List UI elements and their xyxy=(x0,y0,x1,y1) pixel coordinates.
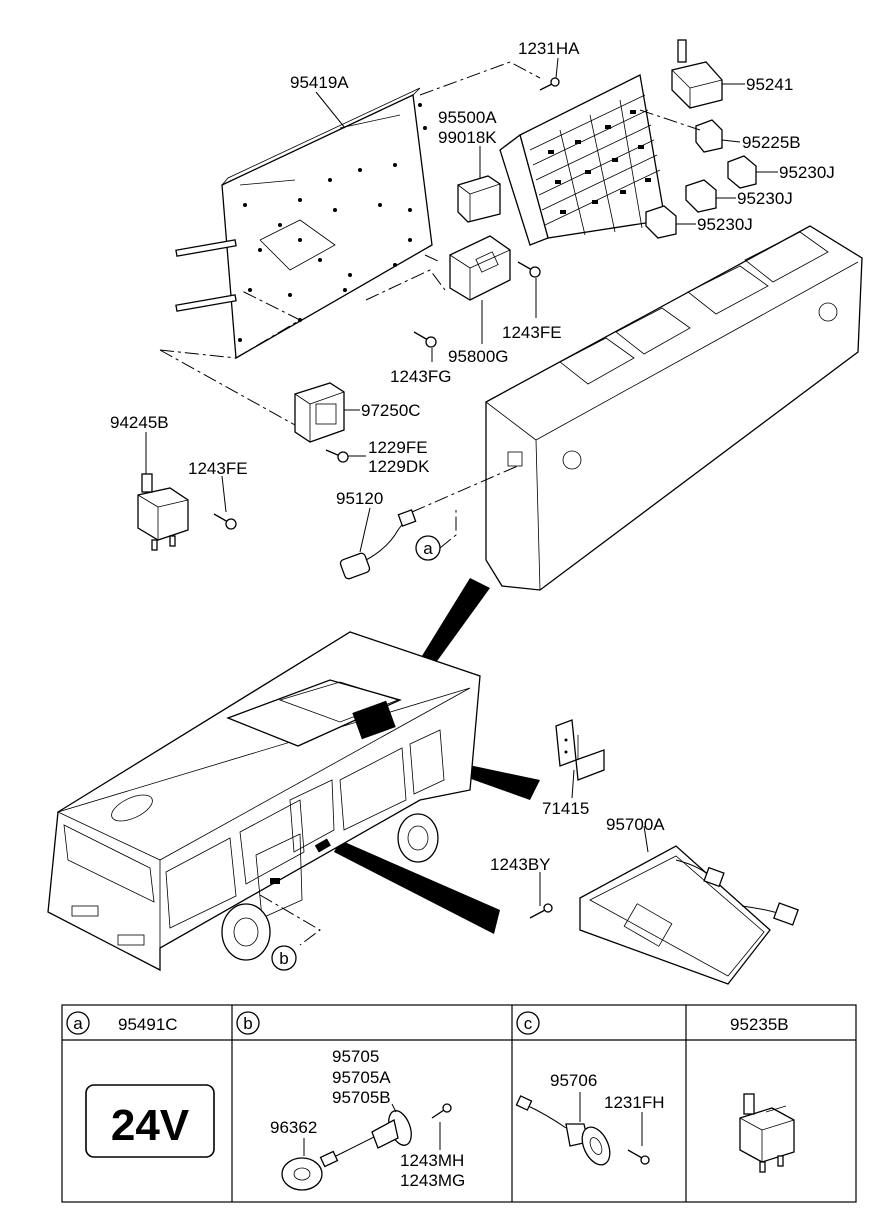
screw-1243fg xyxy=(413,331,437,348)
label-1243fg: 1243FG xyxy=(390,367,451,386)
bus-illustration xyxy=(47,631,481,972)
table-b-95705b: 95705B xyxy=(332,1088,391,1107)
table-b-1243mh: 1243MH xyxy=(400,1151,464,1170)
relay-95241 xyxy=(671,39,723,109)
label-95700a: 95700A xyxy=(606,815,665,834)
parts-table: a 95491C b c 95235B 24V 95705 95705A 957… xyxy=(61,1004,857,1203)
switch-95120 xyxy=(339,509,417,580)
part-labels: 95419A 1231HA 95241 95500A 99018K 95225B… xyxy=(110,39,835,906)
relay-95225b xyxy=(695,119,723,153)
inverter-95700a xyxy=(579,845,799,985)
label-71415: 71415 xyxy=(542,799,589,818)
table-b-1243mg: 1243MG xyxy=(400,1171,465,1190)
bracket-71415 xyxy=(555,719,605,781)
label-95230j-2: 95230J xyxy=(737,189,793,208)
table-col-c-letter: c xyxy=(524,1014,533,1033)
socket-assembly-b xyxy=(281,1103,452,1191)
table-col-b-letter: b xyxy=(243,1014,252,1033)
table-col-d-part: 95235B xyxy=(730,1015,789,1034)
table-col-a-letter: a xyxy=(73,1014,83,1033)
label-1229dk: 1229DK xyxy=(368,457,430,476)
dashboard-housing xyxy=(485,225,863,591)
relay-95230j-a xyxy=(727,155,757,189)
mounting-panel xyxy=(175,87,433,360)
relay-95235b xyxy=(739,1093,795,1173)
table-b-95705a: 95705A xyxy=(332,1068,391,1087)
socket-assembly-c xyxy=(515,1092,650,1166)
label-95230j-1: 95230J xyxy=(779,163,835,182)
label-1243fe-upper: 1243FE xyxy=(502,323,562,342)
label-94245b: 94245B xyxy=(110,413,169,432)
label-95800g: 95800G xyxy=(448,347,509,366)
voltage-label-text: 24V xyxy=(111,1101,190,1150)
module-97250c xyxy=(294,382,345,443)
label-95225b: 95225B xyxy=(742,133,801,152)
label-1229fe: 1229FE xyxy=(368,438,428,457)
screw-1243fe-lower xyxy=(213,513,237,530)
screw-1243fe-upper xyxy=(517,261,541,278)
label-95230j-3: 95230J xyxy=(697,215,753,234)
label-99018k: 99018K xyxy=(438,128,497,147)
screw-1231ha xyxy=(539,77,560,91)
table-b-95705: 95705 xyxy=(332,1047,379,1066)
relay-95230j-b xyxy=(685,179,717,213)
module-99018k xyxy=(457,175,501,223)
voltage-label-plate xyxy=(85,1084,215,1158)
label-97250c: 97250C xyxy=(361,401,421,420)
table-c-95706: 95706 xyxy=(550,1071,597,1090)
label-1243fe-lower: 1243FE xyxy=(188,459,248,478)
label-1243by: 1243BY xyxy=(490,855,551,874)
label-1231ha: 1231HA xyxy=(518,39,580,58)
relay-95230j-c xyxy=(645,205,677,239)
label-95241: 95241 xyxy=(746,75,793,94)
label-95120: 95120 xyxy=(336,489,383,508)
relay-94245b xyxy=(137,473,189,551)
label-95419a: 95419A xyxy=(290,73,349,92)
callout-b-label: b xyxy=(279,949,288,968)
screw-1229fe xyxy=(325,449,349,463)
screw-1243by xyxy=(529,903,553,919)
table-c-1231fh: 1231FH xyxy=(604,1093,664,1112)
table-col-a-part: 95491C xyxy=(118,1015,178,1034)
junction-box xyxy=(499,74,666,246)
label-95500a: 95500A xyxy=(438,108,497,127)
dashed-leaders xyxy=(159,61,701,946)
module-95800g xyxy=(449,235,511,301)
callout-a: a xyxy=(415,535,441,561)
table-b-96362: 96362 xyxy=(270,1118,317,1137)
callout-b: b xyxy=(271,945,297,971)
callout-a-label: a xyxy=(423,539,433,558)
